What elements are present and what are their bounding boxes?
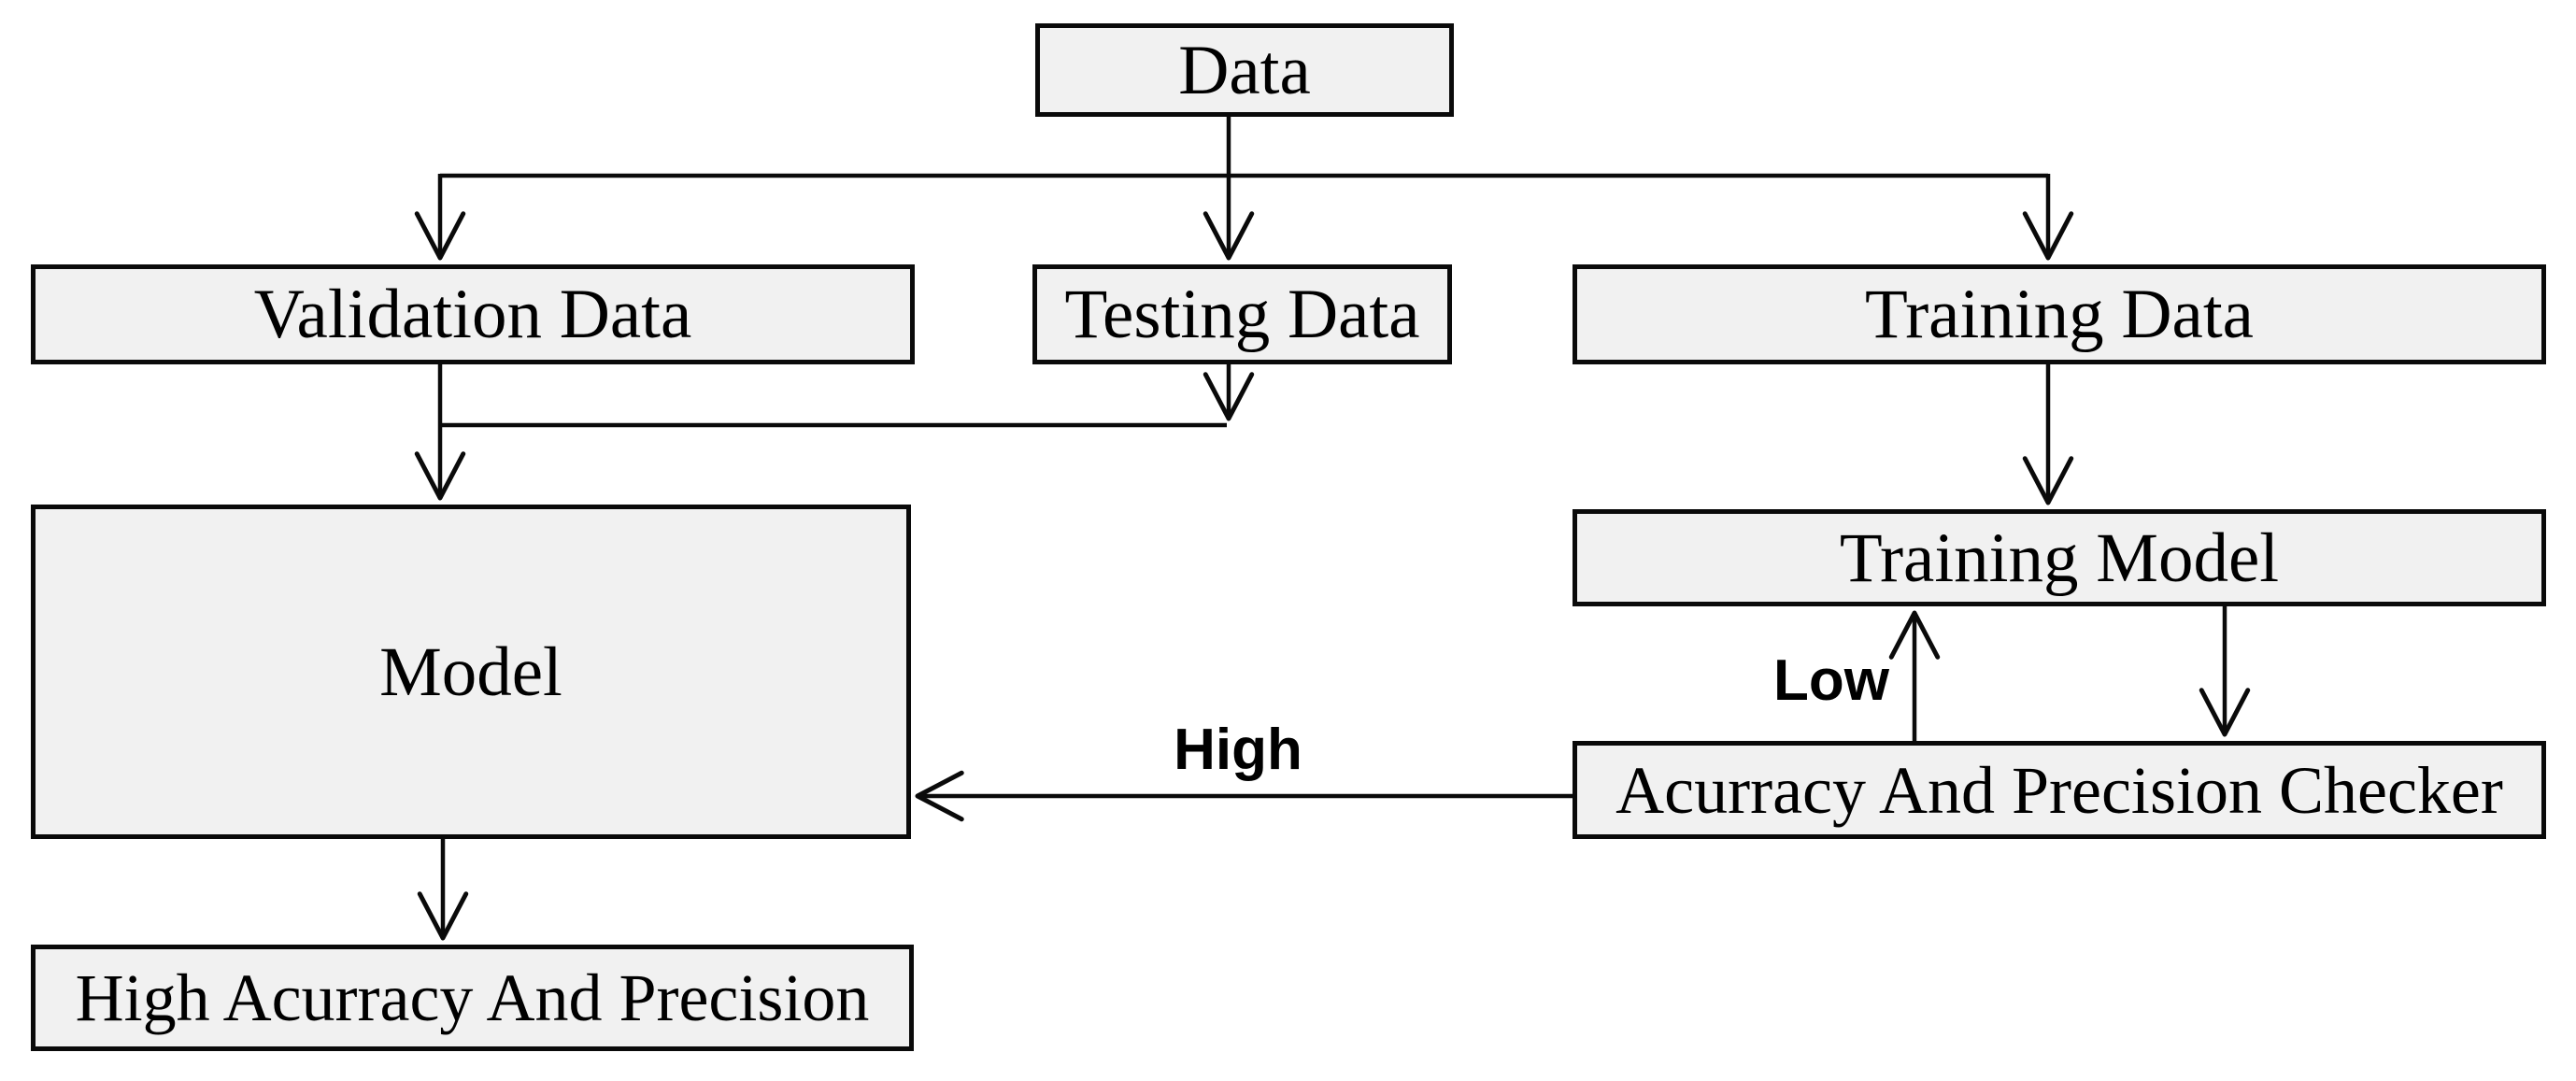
node-training-data: Training Data: [1573, 264, 2546, 364]
node-accuracy-precision-checker: Acurracy And Precision Checker: [1573, 741, 2546, 839]
edge-label-high: High: [1174, 718, 1302, 782]
node-validation-data: Validation Data: [31, 264, 915, 364]
node-training-model: Training Model: [1573, 509, 2546, 606]
edge-label-low: Low: [1773, 648, 1889, 713]
node-high-accuracy-precision: High Acurracy And Precision: [31, 945, 914, 1051]
node-testing-data: Testing Data: [1032, 264, 1452, 364]
node-model: Model: [31, 505, 911, 839]
node-data: Data: [1035, 23, 1454, 117]
